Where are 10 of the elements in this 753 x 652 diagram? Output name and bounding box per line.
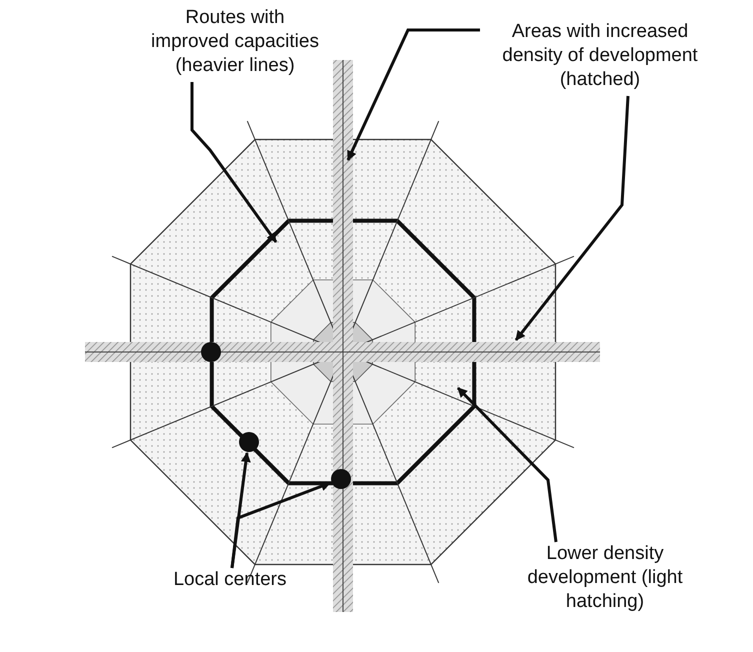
density-label: Lower density development (light hatching) [505, 542, 705, 614]
hatched-band [85, 342, 600, 362]
density-label: Areas with increased density of development (hatched) [480, 20, 720, 92]
leader-line [346, 28, 480, 161]
center-label: Local centers [140, 568, 320, 592]
route-label: Routes with improved capacities (heavier lines) [150, 6, 320, 78]
leader-line [190, 82, 278, 243]
leader-line [514, 96, 630, 341]
heavy-route-ring [210, 218, 476, 486]
leader-line [456, 386, 558, 542]
